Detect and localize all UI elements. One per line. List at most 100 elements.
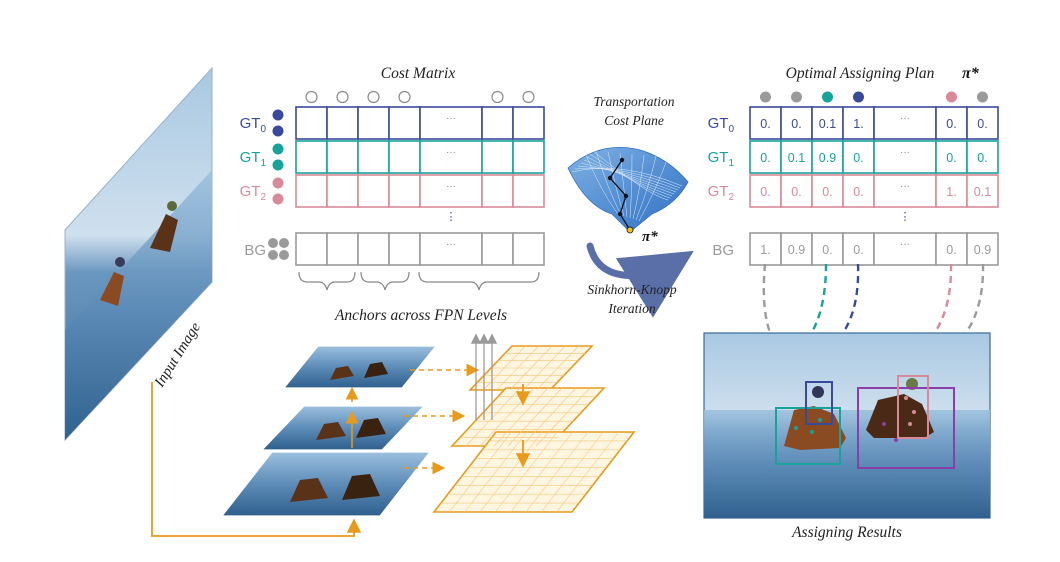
gt0-cell	[811, 106, 844, 140]
plan-value: 1.	[760, 243, 770, 257]
horse-rider-1	[100, 257, 125, 306]
bg-row-label: BG	[712, 242, 734, 259]
gt1-row-label: GT1	[240, 149, 267, 169]
plan-column-markers	[760, 91, 988, 103]
anchors-label: Anchors across FPN Levels	[334, 307, 507, 324]
gt2-cell	[357, 174, 390, 208]
gt2-cell	[512, 174, 545, 208]
gt1-cell	[842, 140, 875, 174]
plan-value: 0.	[760, 151, 770, 165]
optimal-plan-title: Optimal Assigning Plan	[786, 65, 935, 82]
plan-value: 0.9	[788, 243, 805, 257]
ellipsis: ···	[900, 239, 910, 250]
plan-value: 0.	[977, 117, 987, 131]
gt2-cell	[780, 174, 813, 208]
column-marker	[977, 91, 988, 103]
gt2-cell	[481, 174, 514, 208]
fpn-output-planes	[432, 345, 636, 513]
ellipsis: ···	[900, 147, 910, 158]
bg-cell	[512, 232, 545, 266]
bg-cell	[873, 232, 937, 266]
plan-value: 0.9	[819, 151, 836, 165]
bg-cell	[295, 232, 328, 266]
gt0-row-label: GT0	[240, 115, 267, 135]
gt2-cell	[419, 174, 483, 208]
vertical-ellipsis: ⋮	[900, 211, 911, 223]
backbone-level-3	[220, 451, 432, 517]
gt0-row-label: GT0	[708, 115, 735, 135]
transport-plane-label-line1: Transportation	[593, 94, 674, 109]
bg-cell	[419, 232, 483, 266]
bg-cell	[357, 232, 390, 266]
backbone-level-1	[282, 345, 438, 389]
gt2-cell	[966, 174, 999, 208]
gt0-cell	[357, 106, 390, 140]
gt0-cell	[295, 106, 328, 140]
gt2-row-label: GT2	[708, 183, 735, 203]
gt0-cell	[481, 106, 514, 140]
optimal-plan-symbol: π*	[962, 65, 980, 82]
gt0-cell	[749, 106, 782, 140]
gt1-cell	[512, 140, 545, 174]
gt1-cell	[388, 140, 421, 174]
gt0-cell	[873, 106, 937, 140]
plan-value: 0.1	[974, 185, 991, 199]
plan-value: 0.	[946, 117, 956, 131]
gt1-cell	[811, 140, 844, 174]
plan-value: 0.9	[974, 243, 991, 257]
gt1-cell	[873, 140, 937, 174]
plan-value: 0.	[822, 185, 832, 199]
plan-value: 0.	[822, 243, 832, 257]
bg-row-label: BG	[244, 242, 266, 259]
gt2-cell	[935, 174, 968, 208]
bg-cell	[749, 232, 782, 266]
ellipsis: ···	[900, 113, 910, 124]
vertical-ellipsis: ⋮	[446, 211, 457, 223]
column-marker	[336, 90, 349, 104]
column-marker	[491, 90, 504, 104]
plan-value: 1.	[853, 117, 863, 131]
cost-surface-mesh	[567, 147, 689, 234]
plan-value: 0.	[791, 117, 801, 131]
cost-matrix-grid: ············⋮	[295, 106, 545, 266]
sinkhorn-iteration-arrow	[586, 242, 694, 318]
sinkhorn-label-line2: Iteration	[607, 301, 655, 316]
gt1-cell	[326, 140, 359, 174]
assigning-results-image	[703, 332, 991, 519]
gt0-cell	[419, 106, 483, 140]
bg-cell	[388, 232, 421, 266]
gt1-cell	[481, 140, 514, 174]
plan-value: 0.	[760, 117, 770, 131]
column-marker	[760, 91, 771, 103]
column-marker	[946, 91, 957, 103]
column-marker	[367, 90, 380, 104]
backbone-level-2	[260, 405, 426, 451]
gt1-row-label: GT1	[708, 149, 735, 169]
cost-matrix-title: Cost Matrix	[381, 65, 456, 82]
pi-star-label: π*	[642, 229, 658, 245]
column-marker	[522, 90, 535, 104]
plan-value: 0.	[946, 243, 956, 257]
plan-value: 0.	[853, 243, 863, 257]
column-marker	[853, 91, 864, 103]
gt1-cell	[419, 140, 483, 174]
plan-value: 0.	[977, 151, 987, 165]
gt1-cell	[780, 140, 813, 174]
gt0-cell	[512, 106, 545, 140]
gt1-cell	[935, 140, 968, 174]
ellipsis: ···	[446, 147, 456, 158]
input-to-backbone-arrow	[151, 382, 362, 537]
ellipsis: ···	[446, 181, 456, 192]
column-marker	[822, 91, 833, 103]
plan-value: 0.	[853, 151, 863, 165]
gt0-cell	[388, 106, 421, 140]
column-marker	[305, 90, 318, 104]
assigning-results-label: Assigning Results	[791, 524, 902, 541]
plan-value: 1.	[946, 185, 956, 199]
plan-value: 0.	[791, 185, 801, 199]
plan-value: 0.1	[788, 151, 805, 165]
plan-matrix-grid: 0. 0. 0.1 1. ··· 0. 0. 0. 0.1 0.9 0. ··· 0. 0. 0. 0. 0. 0…	[749, 106, 999, 266]
